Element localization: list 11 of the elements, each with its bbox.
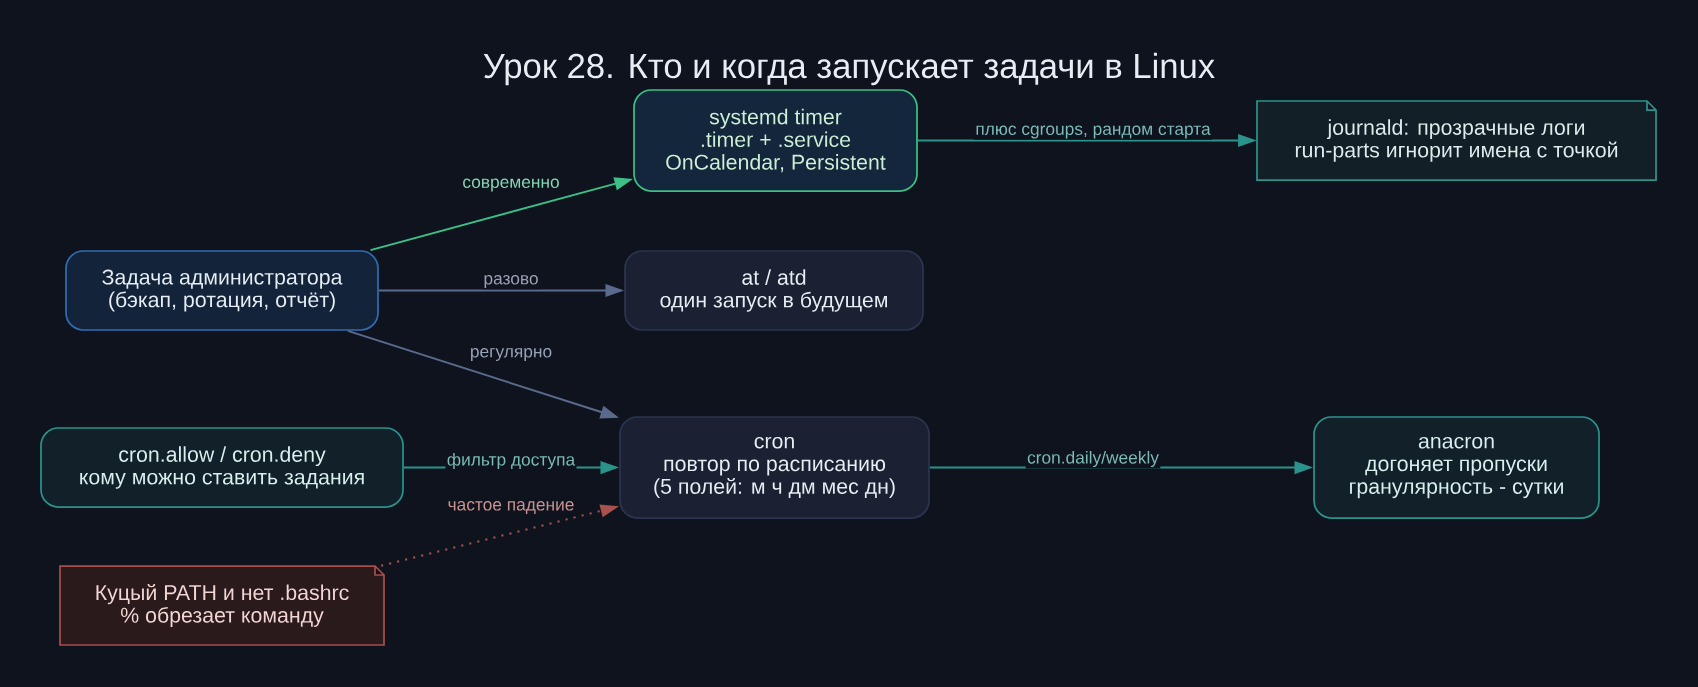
edge-label: современно <box>461 177 561 193</box>
process-box: Задача администратора (бэкап, ротация, отчёт) <box>65 250 379 331</box>
process-box: systemd timer .timer + .service OnCalendar, Persistent <box>633 89 918 192</box>
edge-label: плюс cgroups, рандом старта <box>974 124 1212 140</box>
note-box: Куцый PATH и нет .bashrc % обрезает команду <box>59 565 385 646</box>
process-box: anacron догоняет пропуски гранулярность - сутки <box>1313 416 1600 519</box>
process-box: at / atd один запуск в будущем <box>624 250 924 331</box>
process-box: cron повтор по расписанию (5 полей: м ч дм мес дн) <box>619 416 930 519</box>
note-box: journald: прозрачные логи run-parts игнорит имена с точкой <box>1256 100 1657 181</box>
title: Урок 28. Кто и когда запускает задачи в Linux <box>483 52 1215 86</box>
process-box: cron.allow / cron.deny кому можно ставить задания <box>40 427 404 508</box>
